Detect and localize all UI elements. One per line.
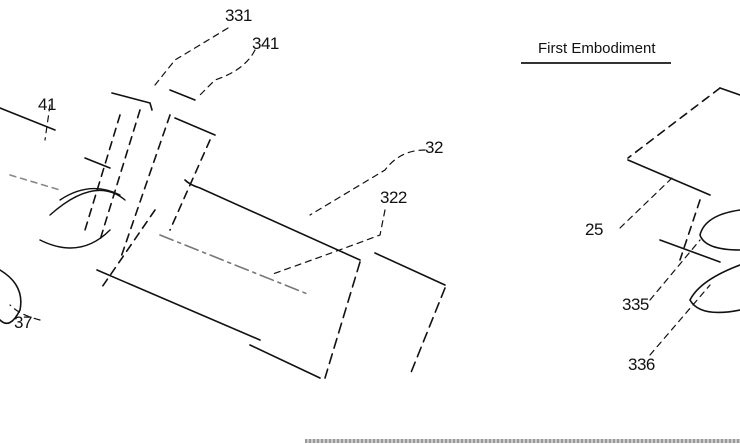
bottom-edge-bar [305, 439, 740, 443]
title-underline [521, 62, 671, 64]
label-336: 336 [628, 355, 655, 374]
label-32: 32 [425, 138, 443, 157]
label-37: 37 [14, 313, 32, 332]
mount-block [0, 89, 216, 325]
label-25: 25 [585, 220, 603, 239]
leader-lines [9, 27, 426, 321]
leader-lines-right [619, 177, 711, 356]
label-331: 331 [225, 6, 252, 25]
housing-322 [96, 179, 446, 379]
label-41: 41 [38, 95, 56, 114]
label-322: 322 [380, 188, 407, 207]
figure-title: First Embodiment [538, 40, 656, 57]
label-341: 341 [252, 34, 279, 53]
second-view [627, 87, 740, 314]
label-335: 335 [622, 295, 649, 314]
